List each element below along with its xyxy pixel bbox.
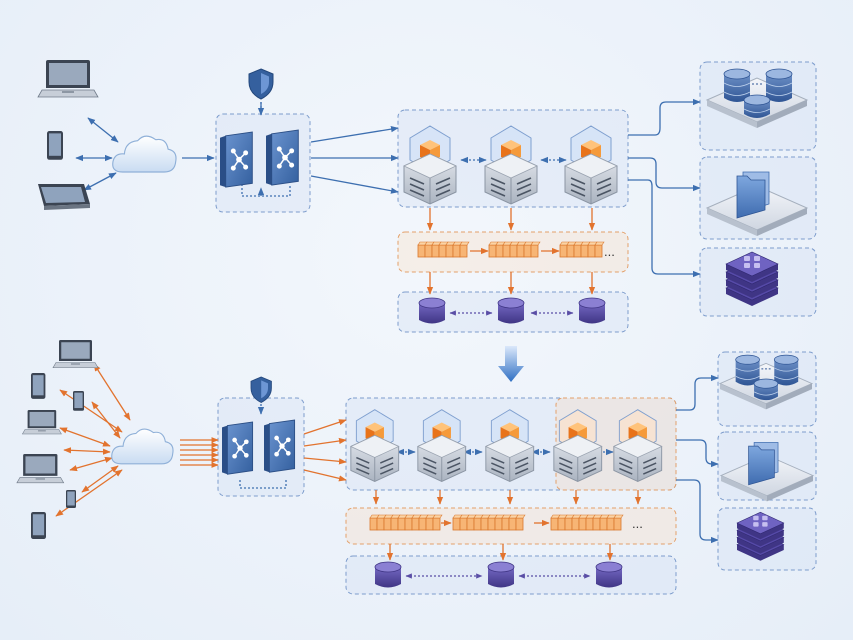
tablet-icon: [38, 184, 90, 210]
connector-arrow: [63, 447, 111, 455]
connector-path: [676, 439, 719, 468]
message-queue-icon: [550, 514, 624, 531]
connector-arrow: [87, 117, 119, 143]
connector-arrow: [310, 126, 399, 143]
connector-arrow: [83, 172, 117, 191]
server-icon: [403, 125, 457, 205]
server-icon: [612, 409, 663, 482]
shield-icon: [248, 68, 274, 100]
connector-arrow: [81, 465, 119, 493]
load-balancer-icon: [264, 419, 296, 473]
connector-path: [628, 98, 701, 136]
server-icon: [484, 409, 535, 482]
load-balancer-icon: [266, 129, 299, 186]
file-folder-icon: [719, 442, 815, 502]
load-balancer-icon: [220, 131, 253, 188]
connector-path: [676, 479, 719, 544]
connector-arrow: [55, 469, 123, 517]
smartphone-icon: [31, 512, 46, 539]
object-storage-icon: [736, 511, 785, 561]
storage-node-icon: [595, 561, 623, 588]
server-icon: [484, 125, 538, 205]
smartphone-icon: [47, 131, 63, 160]
file-folder-icon: [705, 171, 809, 236]
connector-arrow: [59, 389, 123, 433]
server-icon: [564, 125, 618, 205]
smartphone-icon: [31, 373, 46, 399]
cloud-icon: [112, 135, 177, 173]
connector-arrow: [59, 427, 111, 447]
laptop-icon: [16, 454, 65, 484]
database-cluster-icon: [718, 354, 814, 410]
scale-down-arrow-icon: [498, 346, 524, 382]
storage-node-icon: [497, 297, 525, 324]
message-queue-icon: [369, 514, 443, 531]
connector-path: [628, 179, 701, 278]
queue-overflow-ellipsis: ...: [604, 244, 615, 259]
storage-node-icon: [487, 561, 515, 588]
smartphone-icon: [73, 391, 84, 411]
shield-icon: [250, 376, 272, 403]
laptop-icon: [52, 340, 99, 369]
connector-arrow: [303, 437, 347, 447]
load-balancer-icon: [222, 421, 254, 475]
message-queue-icon: [559, 241, 605, 258]
object-storage-icon: [725, 251, 779, 306]
cloud-icon: [111, 428, 174, 465]
server-icon: [552, 409, 603, 482]
storage-node-icon: [418, 297, 446, 324]
server-icon: [416, 409, 467, 482]
server-icon: [349, 409, 400, 482]
database-cluster-icon: [705, 68, 809, 128]
connector-path: [676, 374, 719, 411]
message-queue-icon: [417, 241, 470, 258]
smartphone-icon: [66, 490, 76, 508]
connector-arrow: [91, 401, 121, 439]
queue-overflow-ellipsis: ...: [632, 516, 643, 531]
message-queue-icon: [488, 241, 541, 258]
connector-arrow: [303, 419, 347, 435]
connector-arrow: [303, 457, 347, 465]
message-queue-icon: [452, 514, 526, 531]
laptop-icon: [37, 60, 99, 98]
connector-arrow: [303, 469, 347, 482]
laptop-icon: [21, 410, 62, 435]
storage-node-icon: [578, 297, 606, 324]
connector-path: [628, 157, 701, 192]
connector-path: [241, 184, 291, 197]
storage-node-icon: [374, 561, 402, 588]
connector-arrow: [310, 175, 399, 194]
connector-arrow: [69, 456, 113, 472]
connector-path: [239, 480, 287, 489]
